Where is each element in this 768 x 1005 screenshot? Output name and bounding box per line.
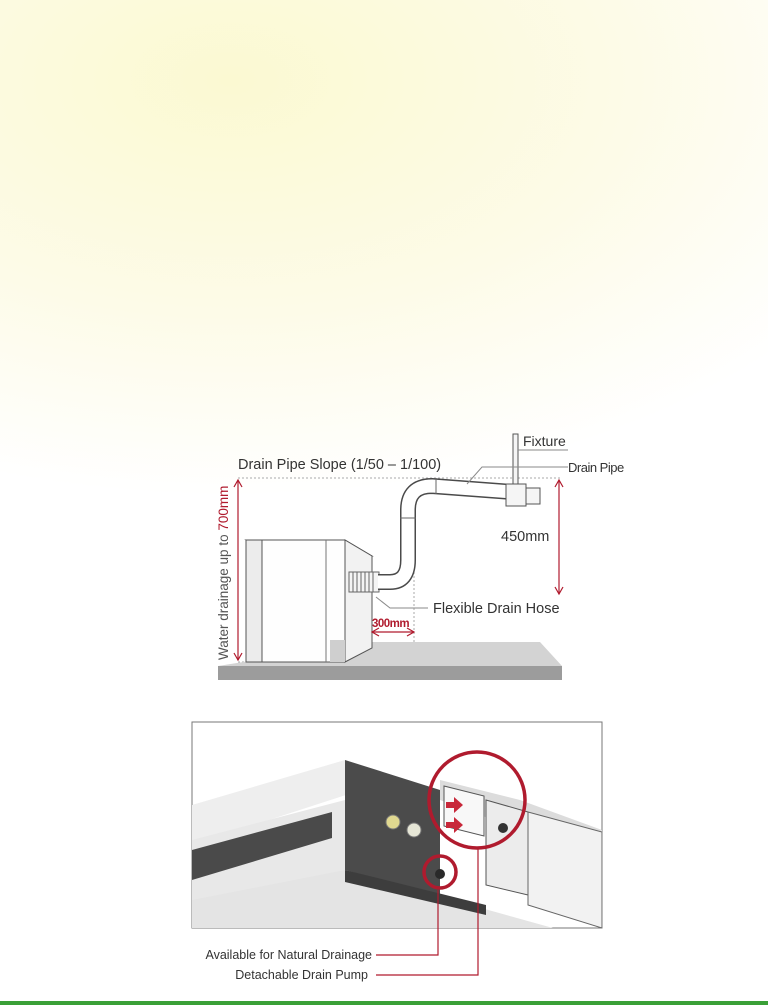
unit-top-surface [192, 760, 392, 845]
floor-slab-edge [218, 666, 562, 680]
slope-label: Drain Pipe Slope (1/50 – 1/100) [238, 457, 441, 473]
height-450-label: 450mm [501, 529, 549, 545]
vertical-drainage-label: Water drainage up to 700mm [216, 486, 231, 660]
natural-drainage-leader [376, 890, 439, 956]
flexible-drain-hose [348, 571, 380, 593]
lower-dark-strip [345, 870, 486, 915]
dark-panel [345, 760, 440, 900]
drain-slope-diagram: Drain Pipe Slope (1/50 – 1/100) Fixture … [216, 433, 624, 680]
drain-pipe-fill [378, 479, 513, 589]
drain-pipe-label: Drain Pipe [568, 460, 624, 475]
fitting-left [385, 814, 401, 830]
unit-front [245, 539, 263, 663]
red-arrow-upper [446, 797, 463, 813]
vertical-dimension-450 [554, 478, 564, 596]
drain-pipe-leader [466, 466, 568, 485]
pipe-end-cap [525, 487, 541, 505]
horizontal-dimension-300 [370, 627, 416, 637]
unit-base-shade [330, 640, 345, 662]
pump-bolt-hole [498, 823, 508, 833]
drainage-highlight-circle [422, 854, 458, 890]
fitting-right [406, 822, 422, 838]
pump-highlight-circle [427, 750, 527, 850]
hose-label: Flexible Drain Hose [433, 601, 560, 617]
natural-drain-port [435, 869, 445, 879]
drain-pump-label: Detachable Drain Pump [235, 968, 368, 982]
drain-pump-leader [376, 848, 479, 976]
bottom-rule [0, 1001, 768, 1005]
red-arrow-lower [446, 817, 463, 833]
hose-leader [375, 596, 428, 609]
natural-drainage-label: Available for Natural Drainage [205, 948, 372, 962]
right-box [527, 811, 602, 928]
drain-pipe-outline [378, 478, 513, 590]
fixture-rod [512, 433, 519, 487]
fixture-label: Fixture [523, 433, 566, 449]
drain-pump-diagram: Available for Natural Drainage Detachabl… [191, 721, 603, 982]
bottom-surface [192, 870, 553, 928]
vertical-dimension-700 [233, 478, 243, 662]
vertical-drainage-prefix: Water drainage up to [216, 531, 231, 660]
dark-vent-slot [192, 812, 332, 880]
distance-300-label: 300mm [372, 618, 409, 630]
fixture-clamp [505, 483, 527, 507]
unit-side [344, 539, 373, 663]
vertical-drainage-value: 700mm [216, 486, 231, 531]
